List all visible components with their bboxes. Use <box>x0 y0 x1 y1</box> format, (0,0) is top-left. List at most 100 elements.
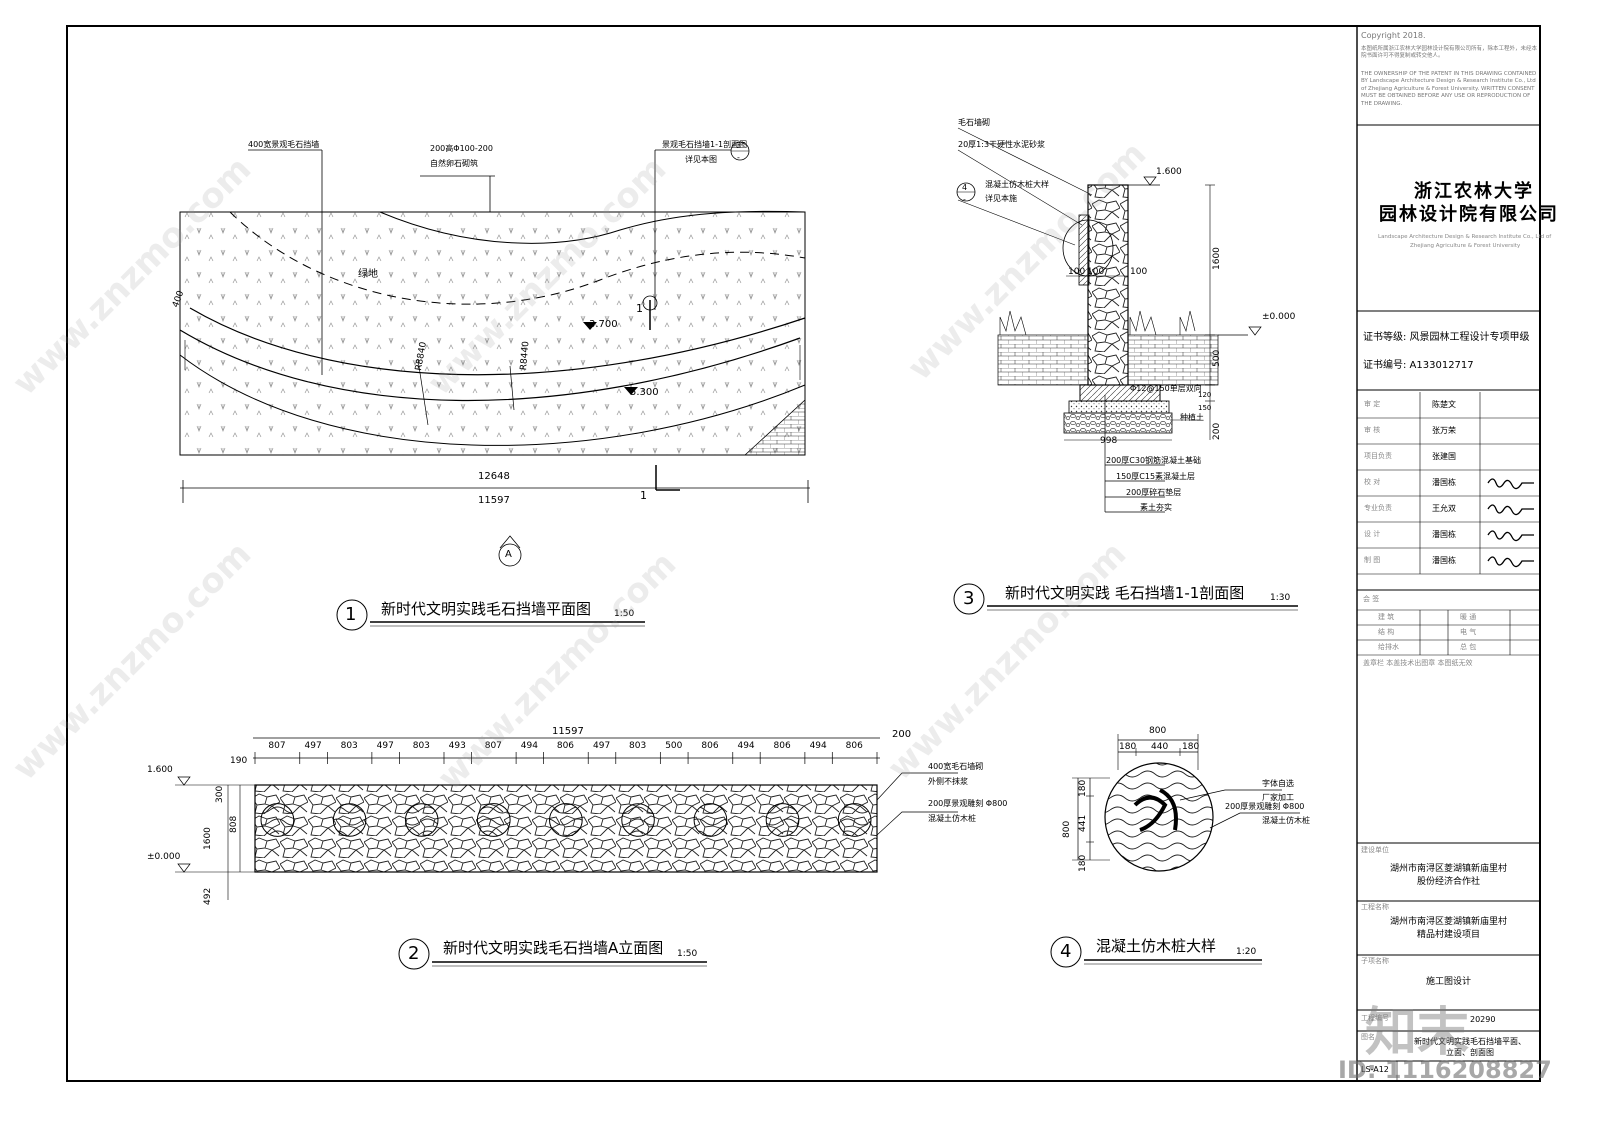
copyright-text-zh: 本图纸所属浙江农林大学园林设计院有限公司所有，除本工程外，未经本院书面许可不得复… <box>1361 46 1538 60</box>
elevation-wood-pile <box>332 803 367 837</box>
plan-view-number: 1 <box>345 604 357 625</box>
plan-total-length: 11597 <box>478 495 510 506</box>
elevation-segment-label: 497 <box>304 741 322 751</box>
staff-role: 设 计 <box>1364 530 1381 538</box>
elev-top-elevation: 1.600 <box>147 765 173 775</box>
elevation-segment-label: 494 <box>809 741 827 751</box>
staff-name: 潘国栋 <box>1432 530 1456 539</box>
elev-note-1b: 外侧不抹浆 <box>928 777 968 786</box>
plan-view-title: 新时代文明实践毛石挡墙平面图 <box>381 600 592 618</box>
detail-height-3: 180 <box>1078 854 1088 872</box>
stage-label: 子项名称 <box>1361 957 1389 965</box>
title-block-grid <box>1357 124 1540 1081</box>
staff-role: 制 图 <box>1364 556 1381 564</box>
elev-height-middle: 808 <box>229 815 239 833</box>
job-number: 20290 <box>1470 1015 1496 1024</box>
elevation-wood-pile <box>476 803 511 837</box>
section-ref-sheet: - <box>963 195 966 204</box>
section-width-100a: 100 <box>1068 267 1086 277</box>
watermark-logo: 知末 <box>1365 1003 1470 1063</box>
sheet-border <box>66 25 1541 1082</box>
plan-callout-stone2: 自然卵石砌筑 <box>430 159 478 168</box>
client-name: 湖州市南浔区菱湖镇新庙里村 股份经济合作社 <box>1389 864 1507 887</box>
detail-width-2: 440 <box>1151 742 1169 752</box>
elevation-wood-pile <box>693 803 728 837</box>
elevation-segment-label: 803 <box>629 741 647 751</box>
elevation-wood-pile <box>260 803 295 837</box>
plan-section-mark-top: 1 <box>636 302 643 315</box>
plan-elevation-1: 3.700 <box>589 319 618 330</box>
elevation-segment-label: 494 <box>520 741 538 751</box>
elevation-segment-label: 500 <box>665 741 683 751</box>
countersign-item: 电 气 <box>1460 628 1477 636</box>
detail-note-1: 字体自选 <box>1262 779 1294 788</box>
company-name-en-2: Zhejiang Agriculture & Forest University <box>1410 243 1521 249</box>
elevation-segment-label: 497 <box>376 741 394 751</box>
section-height-1600: 1600 <box>1212 247 1222 270</box>
company-name-en-1: Landscape Architecture Design & Research… <box>1378 234 1552 240</box>
detail-note-1b: 厂家加工 <box>1262 793 1294 802</box>
elevation-segment-label: 807 <box>268 741 286 751</box>
plan-callout-wall: 400宽景观毛石挡墙 <box>248 140 320 149</box>
staff-name: 张建国 <box>1432 452 1456 461</box>
detail-width-1: 180 <box>1119 742 1137 752</box>
drawing-label: 图名 <box>1361 1033 1375 1041</box>
elevation-segment-label: 807 <box>484 741 502 751</box>
elevation-segment-label: 806 <box>701 741 719 751</box>
section-rebar: Φ12@150单层双向 <box>1130 384 1202 393</box>
elev-view-number: 2 <box>408 943 420 964</box>
certificate-level: 证书等级: 风景园林工程设计专项甲级 <box>1363 332 1530 343</box>
section-note-mortar: 20厚1:3干硬性水泥砂浆 <box>958 140 1046 149</box>
detail-height-2: 441 <box>1078 814 1088 832</box>
section-width-100c: 100 <box>1130 267 1148 277</box>
elev-left-extension: 190 <box>230 756 248 766</box>
section-view-title: 新时代文明实践 毛石挡墙1-1剖面图 <box>1005 584 1245 602</box>
plan-callout-ref: 景观毛石挡墙1-1剖面图 <box>662 140 748 149</box>
detail-width-3: 180 <box>1182 742 1200 752</box>
elev-height-total: 1600 <box>203 827 213 850</box>
elev-note-1: 400宽毛石墙砌 <box>928 762 984 771</box>
section-view <box>953 127 1298 615</box>
section-ground-elevation: ±0.000 <box>1262 312 1296 322</box>
section-layer-4: 素土夯实 <box>1140 503 1172 512</box>
elev-view-scale: 1:50 <box>677 949 698 959</box>
elevation-segment-label: 803 <box>412 741 430 751</box>
plan-ref-sheet: - <box>737 153 740 162</box>
section-top-elevation: 1.600 <box>1156 167 1182 177</box>
detail-view-scale: 1:20 <box>1236 947 1257 957</box>
client-label: 建设单位 <box>1361 846 1389 854</box>
staff-role: 审 核 <box>1364 426 1381 434</box>
project-name: 湖州市南浔区菱湖镇新庙里村 精品村建设项目 <box>1389 917 1507 940</box>
section-view-scale: 1:30 <box>1270 593 1291 603</box>
elevation-segment-label: 497 <box>593 741 611 751</box>
elevation-wood-pile <box>765 803 800 837</box>
section-note-ref: 混凝土仿木桩大样 <box>985 180 1049 189</box>
plan-view-mark: A <box>505 549 512 560</box>
elevation-wood-pile <box>837 803 872 837</box>
stamp-note: 盖章栏 本盖技术出图章 本图纸无效 <box>1363 659 1473 667</box>
plan-view-scale: 1:50 <box>614 609 635 619</box>
section-width-100b: 100 <box>1087 267 1105 277</box>
countersign-item: 暖 通 <box>1460 613 1477 621</box>
certificate-number: 证书编号: A133012717 <box>1363 360 1474 371</box>
copyright-text-en: THE OWNERSHIP OF THE PATENT IN THIS DRAW… <box>1361 71 1537 107</box>
section-note-stone: 毛石墙砌 <box>958 118 990 127</box>
plan-elevation-2: 5.300 <box>630 387 659 398</box>
elevation-wood-pile <box>621 803 655 837</box>
countersign-item: 给排水 <box>1378 643 1399 651</box>
elev-base-elevation: ±0.000 <box>147 852 181 862</box>
section-height-500: 500 <box>1212 349 1222 367</box>
elevation-segment-label: 806 <box>773 741 791 751</box>
elevation-dimension-ticks <box>254 752 878 764</box>
elev-below-grade: 492 <box>203 887 213 905</box>
detail-width: 800 <box>1149 726 1167 736</box>
detail-height: 800 <box>1062 820 1072 838</box>
elev-view-title: 新时代文明实践毛石挡墙A立面图 <box>443 939 664 957</box>
countersign-item: 建 筑 <box>1378 613 1395 621</box>
elevation-segment-label: 493 <box>448 741 466 751</box>
staff-role: 项目负责 <box>1364 452 1392 460</box>
staff-name: 陈楚文 <box>1432 400 1456 409</box>
drawing-name: 新时代文明实践毛石挡墙平面、 立面、剖面图 <box>1414 1037 1526 1058</box>
